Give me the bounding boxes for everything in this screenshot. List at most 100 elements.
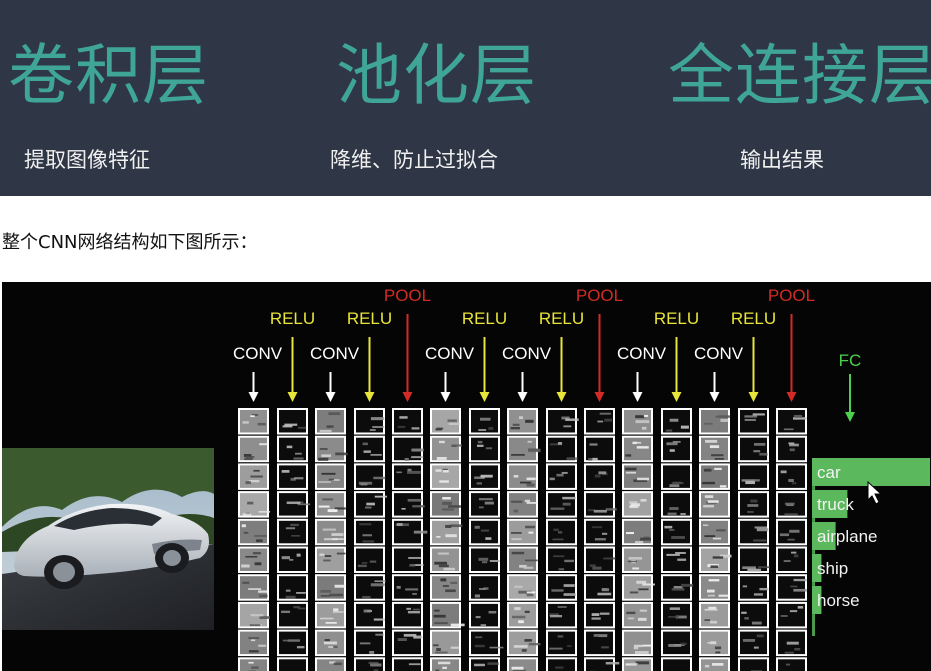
feature-map-cell: [740, 437, 767, 461]
feature-texture: [633, 479, 647, 483]
feature-texture: [363, 450, 371, 453]
feature-texture: [370, 417, 385, 421]
feature-map-cell: [317, 493, 344, 516]
feature-texture: [281, 470, 290, 473]
relu-arrowhead-2: [287, 392, 298, 402]
feature-texture: [703, 505, 714, 508]
feature-texture: [635, 441, 642, 444]
feature-texture: [714, 467, 722, 470]
feature-texture: [592, 457, 598, 461]
pool-arrowhead-5: [402, 392, 413, 402]
feature-texture: [326, 425, 334, 428]
feature-texture: [594, 474, 601, 478]
feature-texture: [640, 499, 647, 502]
feature-texture: [285, 589, 291, 592]
feature-texture: [258, 511, 271, 513]
feature-texture: [404, 457, 409, 461]
feature-texture: [514, 585, 523, 588]
feature-texture: [791, 551, 797, 554]
feature-texture: [632, 441, 637, 445]
feature-map-cell: [548, 437, 575, 461]
conv-layer-subtitle: 提取图像特征: [24, 148, 150, 172]
feature-texture: [780, 470, 787, 474]
feature-texture: [704, 468, 712, 472]
feature-texture: [319, 617, 334, 620]
feature-texture: [625, 467, 637, 471]
feature-texture: [475, 616, 481, 619]
feature-texture: [518, 416, 524, 420]
pool-arrowhead-10: [594, 392, 605, 402]
feature-texture: [438, 564, 449, 568]
feature-texture: [525, 419, 534, 423]
feature-texture: [642, 644, 652, 647]
relu-arrowhead-12: [671, 392, 682, 402]
feature-map-column-13: [699, 408, 732, 671]
feature-map-cell: [586, 631, 613, 655]
feature-texture: [489, 646, 504, 649]
feature-texture: [641, 426, 647, 430]
feature-texture: [785, 663, 791, 666]
feature-texture: [409, 564, 416, 567]
feature-texture: [706, 589, 715, 593]
feature-texture: [680, 425, 689, 429]
feature-texture: [528, 449, 541, 453]
feature-texture: [553, 555, 565, 558]
feature-texture: [714, 458, 724, 460]
conv-arrowhead-6: [440, 392, 451, 402]
feature-texture: [403, 633, 417, 637]
feature-texture: [250, 614, 264, 617]
feature-texture: [442, 666, 447, 669]
feature-texture: [557, 635, 564, 638]
feature-map-cell: [471, 493, 498, 516]
feature-texture: [707, 500, 719, 503]
feature-map-cell: [663, 493, 690, 516]
feature-map-cell: [778, 576, 805, 599]
feature-map-cell: [394, 520, 421, 544]
feature-texture: [251, 639, 256, 642]
feature-texture: [677, 558, 687, 561]
feature-map-cell: [279, 603, 306, 627]
feature-texture: [671, 482, 684, 485]
feature-texture: [328, 646, 334, 648]
feature-texture: [524, 610, 530, 614]
relu-arrowhead-14: [748, 392, 759, 402]
feature-texture: [334, 507, 346, 510]
feature-texture: [752, 413, 765, 416]
feature-texture: [636, 580, 647, 584]
feature-texture: [742, 566, 756, 570]
feature-texture: [442, 501, 452, 505]
pool-label-5: POOL: [384, 286, 431, 305]
feature-texture: [605, 661, 620, 665]
feature-texture: [518, 620, 524, 624]
feature-texture: [635, 420, 650, 424]
feature-texture: [637, 617, 647, 621]
feature-map-cell: [432, 437, 459, 461]
pool-label-15: POOL: [768, 286, 815, 305]
class-bar-airplane: [812, 522, 836, 550]
feature-map-cell: [240, 548, 267, 571]
feature-texture: [672, 440, 681, 443]
feature-texture: [511, 666, 524, 670]
feature-texture: [525, 559, 538, 562]
feature-texture: [335, 452, 348, 456]
feature-texture: [412, 608, 420, 611]
feature-map-cell: [740, 576, 767, 599]
feature-texture: [411, 427, 420, 430]
feature-texture: [296, 646, 305, 649]
feature-texture: [436, 427, 444, 430]
feature-texture: [789, 448, 795, 452]
feature-texture: [753, 646, 759, 649]
feature-texture: [479, 417, 491, 421]
feature-texture: [630, 503, 640, 507]
feature-texture: [633, 646, 639, 650]
feature-texture: [291, 535, 301, 537]
feature-texture: [708, 606, 717, 610]
feature-texture: [401, 507, 406, 510]
pool-layer-subtitle: 降维、防止过拟合: [330, 148, 498, 172]
feature-texture: [358, 481, 373, 485]
feature-texture: [478, 557, 489, 561]
feature-texture: [601, 646, 609, 649]
class-label-airplane: airplane: [817, 527, 878, 546]
feature-texture: [442, 497, 451, 500]
feature-texture: [478, 498, 493, 501]
